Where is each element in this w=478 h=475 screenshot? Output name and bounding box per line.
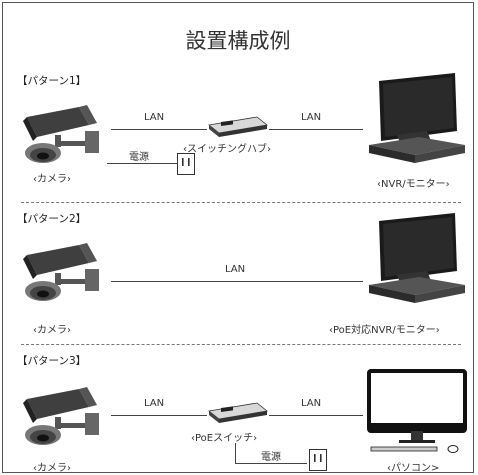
pattern1-power-cable xyxy=(107,163,177,164)
switching-hub-label: ‹スイッチングハブ› xyxy=(183,144,271,155)
pattern1-lan-label-right: LAN xyxy=(301,112,322,123)
pattern3-lan-label-right: LAN xyxy=(301,398,322,409)
pattern1-heading: 【パターン1】 xyxy=(17,75,87,87)
power-outlet-icon xyxy=(177,153,195,175)
pattern3-heading: 【パターン3】 xyxy=(17,355,87,367)
pattern3-lan-label-left: LAN xyxy=(144,398,165,409)
camera-icon xyxy=(23,243,99,301)
camera-icon xyxy=(23,105,99,163)
pattern1-power-label: 電源 xyxy=(129,152,149,163)
section-divider xyxy=(21,202,461,203)
pattern3-camera-label: ‹カメラ› xyxy=(33,463,71,474)
desktop-pc-icon xyxy=(367,369,467,453)
switching-hub-icon xyxy=(208,116,268,137)
pattern3-power-label: 電源 xyxy=(261,452,281,463)
section-divider xyxy=(21,344,461,345)
pattern2-camera-label: ‹カメラ› xyxy=(33,325,71,336)
diagram-title: 設置構成例 xyxy=(185,29,291,53)
pattern1-camera-label: ‹カメラ› xyxy=(33,174,71,185)
pattern1-nvr-label: ‹NVR/モニター› xyxy=(377,179,450,190)
pattern1-lan-cable-left xyxy=(111,129,207,130)
pattern3-power-cable xyxy=(235,463,307,464)
pattern1-lan-cable-right xyxy=(269,129,363,130)
pattern2-lan-label: LAN xyxy=(225,264,246,275)
pattern1-lan-label-left: LAN xyxy=(144,112,165,123)
poe-switch-label: ‹PoEスイッチ› xyxy=(191,433,258,444)
pattern2-heading: 【パターン2】 xyxy=(17,213,87,225)
pattern3-pc-label: ‹パソコン> xyxy=(387,463,440,474)
pattern3-power-cable-drop xyxy=(235,443,236,463)
pattern3-lan-cable-right xyxy=(269,415,363,416)
nvr-monitor-icon xyxy=(369,73,465,163)
pattern2-nvr-label: ‹PoE対応NVR/モニター› xyxy=(329,325,440,336)
pattern2-lan-cable xyxy=(111,281,363,282)
poe-switch-icon xyxy=(208,402,268,423)
poe-nvr-monitor-icon xyxy=(369,213,465,303)
pattern3-lan-cable-left xyxy=(111,415,207,416)
camera-icon xyxy=(23,387,99,445)
power-outlet-icon xyxy=(309,449,327,471)
